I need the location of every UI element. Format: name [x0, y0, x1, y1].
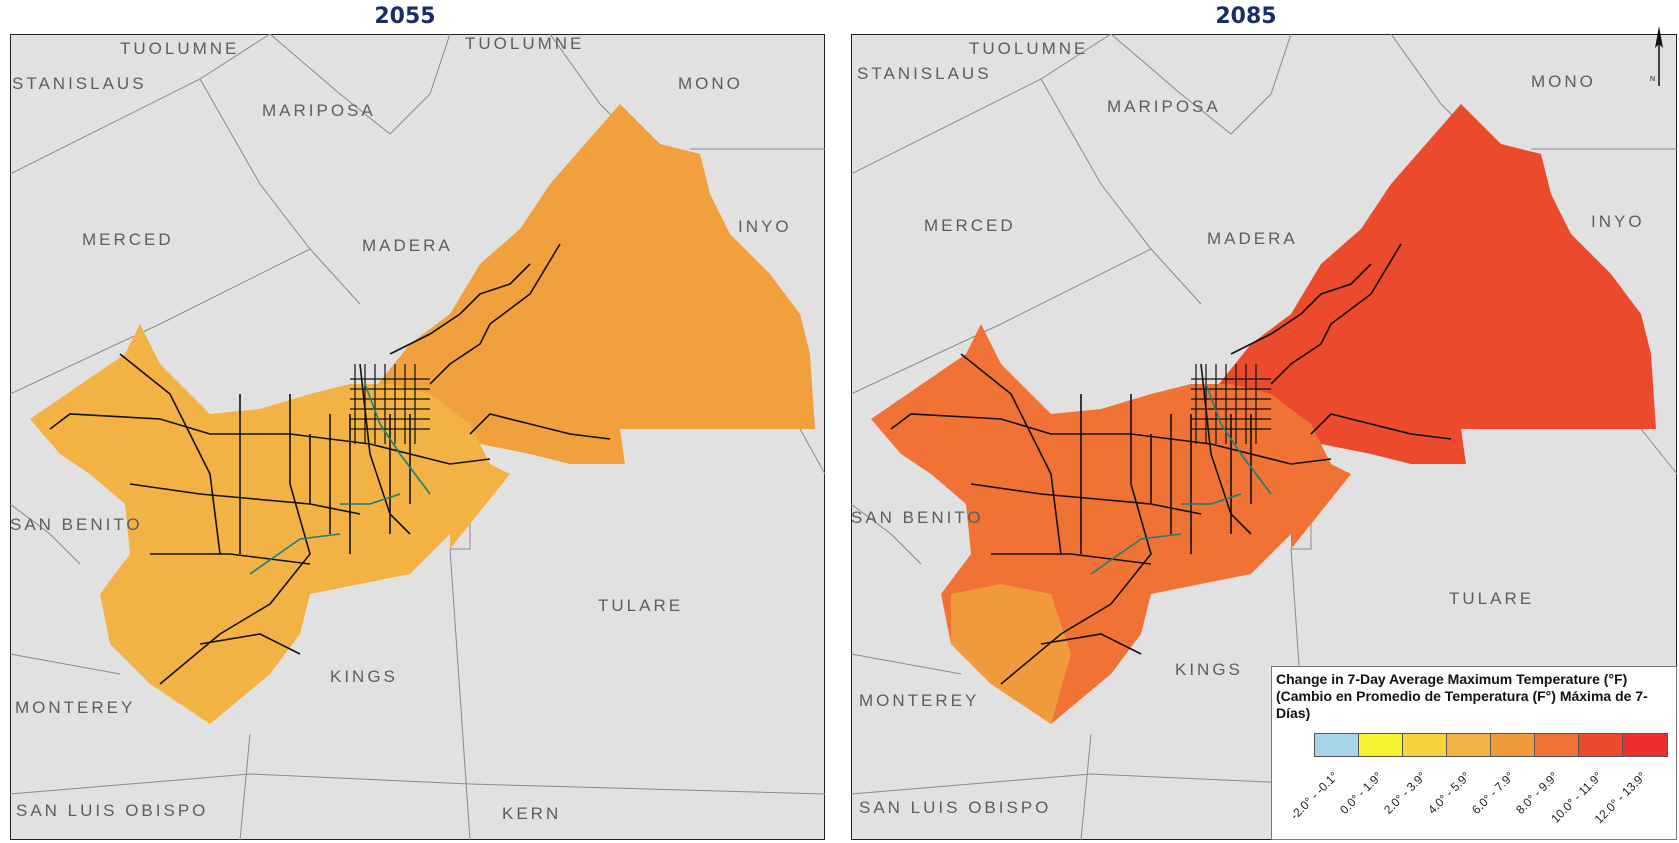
legend-swatches: [1314, 733, 1668, 757]
region-east: [1211, 104, 1656, 464]
county-label: MADERA: [362, 236, 453, 255]
county-label: TULARE: [598, 596, 683, 615]
county-labels: TUOLUMNE STANISLAUS MARIPOSA MONO MERCED…: [851, 39, 1645, 817]
county-label: INYO: [1591, 212, 1645, 231]
county-label: MERCED: [82, 230, 174, 249]
legend-swatch: [1535, 734, 1579, 756]
county-label: KINGS: [330, 667, 398, 686]
county-label: STANISLAUS: [12, 74, 147, 93]
legend: Change in 7-Day Average Maximum Temperat…: [1271, 666, 1677, 840]
county-label: INYO: [738, 217, 792, 236]
north-arrow-icon: N: [1650, 26, 1663, 86]
road-network: [890, 243, 1452, 685]
county-label: SAN BENITO: [10, 515, 143, 534]
county-label: SAN BENITO: [851, 508, 984, 527]
county-label: KINGS: [1175, 660, 1243, 679]
county-label: SAN LUIS OBISPO: [859, 798, 1051, 817]
county-label: MARIPOSA: [262, 101, 376, 120]
county-label: MONO: [678, 74, 743, 93]
county-label: MONO: [1531, 72, 1596, 91]
county-label: MADERA: [1207, 229, 1298, 248]
waterways: [1090, 383, 1272, 575]
north-letter: N: [1650, 76, 1655, 83]
county-boundaries: [10, 34, 825, 840]
county-label: TUOLUMNE: [120, 39, 239, 58]
waterways: [249, 383, 431, 575]
county-label: KERN: [502, 804, 561, 823]
county-label: MARIPOSA: [1107, 97, 1221, 116]
county-label: TUOLUMNE: [969, 39, 1088, 58]
county-label: STANISLAUS: [857, 64, 992, 83]
urban-grid: [350, 364, 430, 444]
county-label: MERCED: [924, 216, 1016, 235]
legend-swatch: [1359, 734, 1403, 756]
map-panel-2055: TUOLUMNE TUOLUMNE STANISLAUS MARIPOSA MO…: [10, 34, 825, 840]
legend-swatch: [1403, 734, 1447, 756]
region-southwest-cooler: [951, 584, 1071, 724]
panel-title-2085: 2085: [1215, 4, 1277, 29]
panel-title-2055: 2055: [374, 4, 436, 29]
legend-swatch: [1315, 734, 1359, 756]
legend-swatch: [1447, 734, 1491, 756]
legend-title: Change in 7-Day Average Maximum Temperat…: [1276, 671, 1648, 721]
urban-grid: [1191, 364, 1271, 444]
region-east: [370, 104, 815, 464]
county-label: TULARE: [1449, 589, 1534, 608]
county-label: MONTEREY: [859, 691, 979, 710]
county-label: MONTEREY: [15, 698, 135, 717]
county-label: SAN LUIS OBISPO: [16, 801, 208, 820]
county-label: TUOLUMNE: [465, 34, 584, 53]
county-labels: TUOLUMNE TUOLUMNE STANISLAUS MARIPOSA MO…: [10, 34, 792, 823]
legend-swatch: [1491, 734, 1535, 756]
legend-swatch: [1623, 734, 1667, 756]
legend-swatch: [1579, 734, 1623, 756]
